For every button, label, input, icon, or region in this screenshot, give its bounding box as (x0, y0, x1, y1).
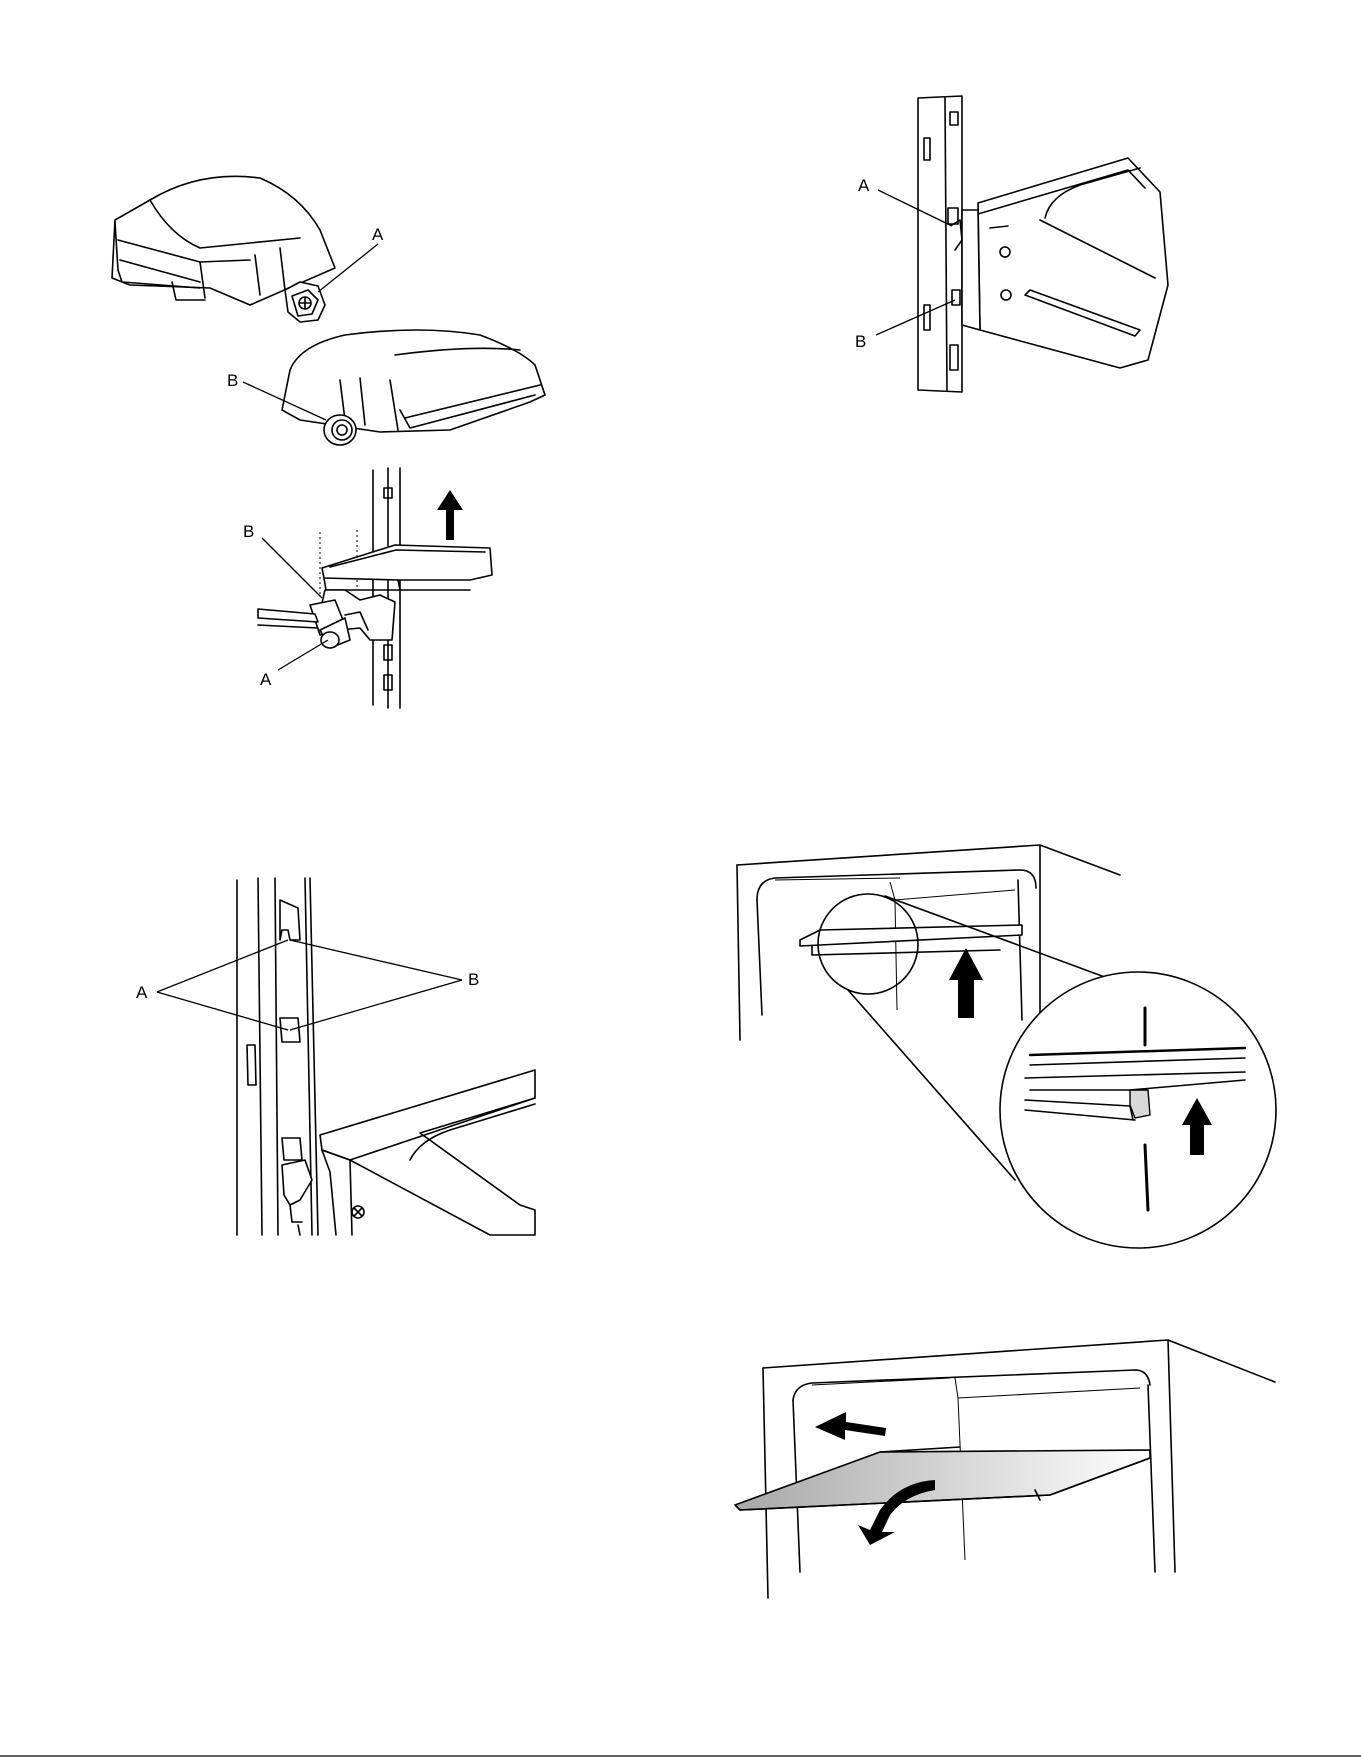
arrow-left-icon (815, 1412, 886, 1440)
label-a: A (372, 225, 384, 244)
label-a: A (858, 176, 870, 195)
figure-bracket-hook: A B (855, 96, 1168, 392)
figure-clip-detail: A B (112, 176, 545, 445)
label-a: A (260, 670, 272, 689)
clip-a (285, 282, 325, 322)
figure-rail-slots: A B (136, 878, 535, 1235)
arrow-up-icon (949, 948, 983, 1018)
figure-shelf-raise-zoom (737, 845, 1276, 1248)
plug-b (324, 415, 356, 445)
label-b: B (243, 522, 254, 541)
label-a: A (136, 983, 148, 1002)
label-b: B (468, 970, 479, 989)
label-b: B (227, 371, 238, 390)
label-b: B (855, 332, 866, 351)
figure-shelf-lift: B A (243, 468, 492, 708)
figure-shelf-tilt-remove (735, 1340, 1275, 1598)
arrow-up-icon (437, 490, 463, 540)
